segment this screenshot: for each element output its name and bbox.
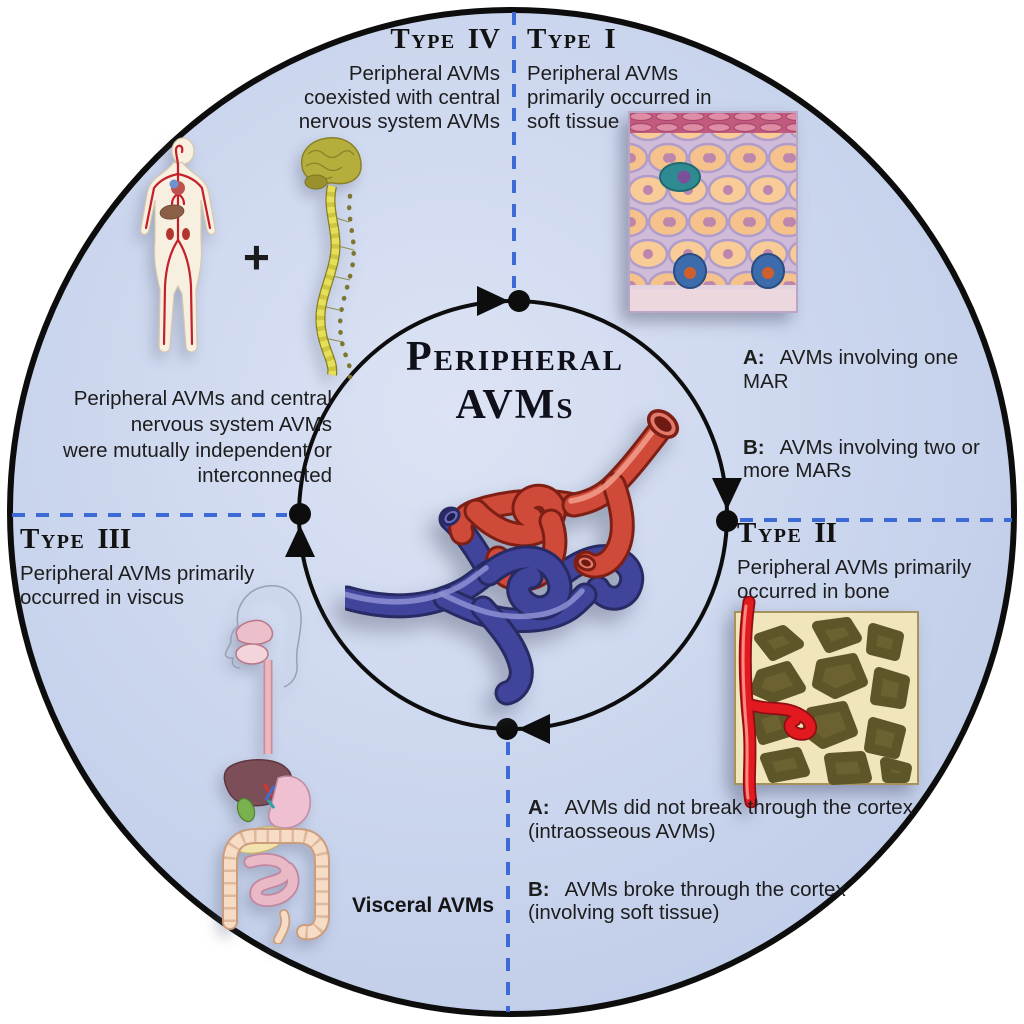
cycle-marker-right: [712, 478, 742, 532]
cycle-dot-top: [508, 290, 530, 312]
center-title-line1: Peripheral: [405, 334, 625, 380]
center-title-line2: AVMs: [455, 382, 575, 429]
type-iii-heading-word: Type: [20, 523, 86, 555]
item-b-label: B:: [528, 877, 550, 901]
type-i-heading: Type I: [527, 23, 742, 56]
type-i-heading-word: Type: [527, 23, 593, 55]
avm-vessel-tangle-illustration: [345, 409, 680, 714]
cycle-dot-bottom: [496, 718, 518, 740]
item-a-text: AVMs involving one MAR: [743, 346, 959, 393]
cycle-dot-right: [716, 510, 738, 532]
artery-trunk: [571, 422, 663, 566]
gallbladder-shape: [236, 797, 256, 823]
quadrant-type-ii: Type II Peripheral AVMs primarily occurre…: [737, 517, 987, 604]
type-iv-note-line: interconnected: [197, 464, 332, 488]
clockwise-arrow-left-icon: [285, 525, 315, 557]
quadrant-dividers: [12, 12, 1012, 1012]
visceral-avms-caption: Visceral AVMs: [352, 894, 495, 917]
type-ii-items: A:AVMs did not break through the cortex …: [528, 796, 928, 925]
type-ii-heading-numeral: II: [814, 517, 837, 549]
type-iv-heading-word: Type: [390, 23, 456, 55]
type-i-item-b: B:AVMs involving two or more MARs: [743, 436, 983, 484]
quadrant-type-iii: Type III Peripheral AVMs primarily occurr…: [20, 523, 270, 610]
large-intestine-shape: [222, 828, 330, 941]
item-b-label: B:: [743, 435, 765, 459]
type-ii-desc-line: Peripheral AVMs primarily: [737, 555, 972, 579]
plus-sign: +: [243, 231, 270, 283]
trabecular-bone-illustration: [734, 596, 919, 808]
type-ii-item-a: A:AVMs did not break through the cortex …: [528, 796, 928, 844]
type-ii-desc-line: occurred in bone: [737, 580, 890, 604]
brain-spinal-cord-illustration: [301, 137, 362, 380]
type-i-heading-numeral: I: [604, 23, 616, 55]
item-b-text: AVMs involving two or more MARs: [743, 435, 980, 483]
item-a-text: AVMs did not break through the cortex (i…: [528, 796, 913, 843]
cycle-dot-left: [289, 503, 311, 525]
type-iii-heading: Type III: [20, 523, 270, 556]
soft-tissue-illustration: [628, 111, 798, 313]
cycle-marker-left: [285, 503, 315, 557]
type-iv-note-line: nervous system AVMs: [130, 412, 332, 436]
type-iv-note-line: Peripheral AVMs and central: [73, 387, 332, 410]
body-vasculature-illustration: [140, 137, 216, 353]
digestive-system-illustration: [222, 585, 330, 944]
type-ii-item-b: B:AVMs broke through the cortex (involvi…: [528, 878, 928, 926]
cycle-marker-bottom: [496, 714, 550, 744]
item-b-text: AVMs broke through the cortex (involving…: [528, 877, 846, 925]
type-iii-description: Peripheral AVMs primarily occurred in vi…: [20, 562, 270, 610]
nerve-chain-shape: [337, 193, 356, 380]
clockwise-arrow-top-icon: [477, 286, 509, 316]
type-ii-heading-word: Type: [737, 517, 803, 549]
liver-shape: [159, 204, 185, 220]
type-iv-desc-line: coexisted with central: [304, 86, 500, 110]
mesenteric-vessels: [262, 783, 276, 809]
vein-trunk: [345, 558, 585, 693]
type-i-desc-line: primarily occurred in: [527, 86, 712, 110]
type-ii-description: Peripheral AVMs primarily occurred in bo…: [737, 556, 987, 604]
small-intestine-shape: [243, 853, 300, 907]
type-iv-heading-numeral: IV: [467, 23, 500, 55]
type-iii-desc-line: Peripheral AVMs primarily: [20, 561, 255, 585]
type-iii-heading-numeral: III: [97, 523, 132, 555]
stomach-shape: [268, 775, 311, 829]
type-iv-desc-line: nervous system AVMs: [298, 110, 500, 134]
quadrant-type-iv: Type IV Peripheral AVMs coexisted with ce…: [285, 23, 500, 135]
center-title: Peripheral AVMs: [395, 333, 635, 430]
type-iv-description: Peripheral AVMs coexisted with central n…: [285, 62, 500, 135]
type-i-description: Peripheral AVMs primarily occurred in so…: [527, 62, 742, 135]
mouth-shape: [235, 643, 269, 665]
nasal-cavity-shape: [235, 619, 274, 645]
type-iv-note: Peripheral AVMs and central nervous syst…: [30, 386, 332, 489]
item-a-label: A:: [743, 346, 765, 369]
cycle-marker-top: [477, 286, 530, 316]
type-iii-desc-line: occurred in viscus: [20, 586, 185, 610]
bone-pores: [750, 617, 912, 785]
type-i-desc-line: Peripheral AVMs: [527, 61, 679, 85]
clockwise-arrow-right-icon: [712, 478, 742, 510]
type-i-item-a: A:AVMs involving one MAR: [743, 346, 983, 394]
type-i-items: A:AVMs involving one MAR B:AVMs involvin…: [743, 346, 983, 483]
clockwise-arrow-bottom-icon: [518, 714, 550, 744]
bone-feeding-vessel: [738, 596, 818, 808]
type-i-desc-line: soft tissue: [527, 110, 620, 134]
type-iv-heading: Type IV: [285, 23, 500, 56]
vessel-openings: [441, 409, 680, 572]
type-ii-heading: Type II: [737, 517, 987, 550]
type-iv-note-line: were mutually independent or: [63, 438, 332, 462]
cycle-markers: [285, 286, 742, 744]
type-iv-desc-line: Peripheral AVMs: [348, 61, 500, 85]
quadrant-type-i: Type I Peripheral AVMs primarily occurred…: [527, 23, 742, 135]
item-a-label: A:: [528, 796, 550, 819]
brain-shape: [301, 137, 362, 185]
